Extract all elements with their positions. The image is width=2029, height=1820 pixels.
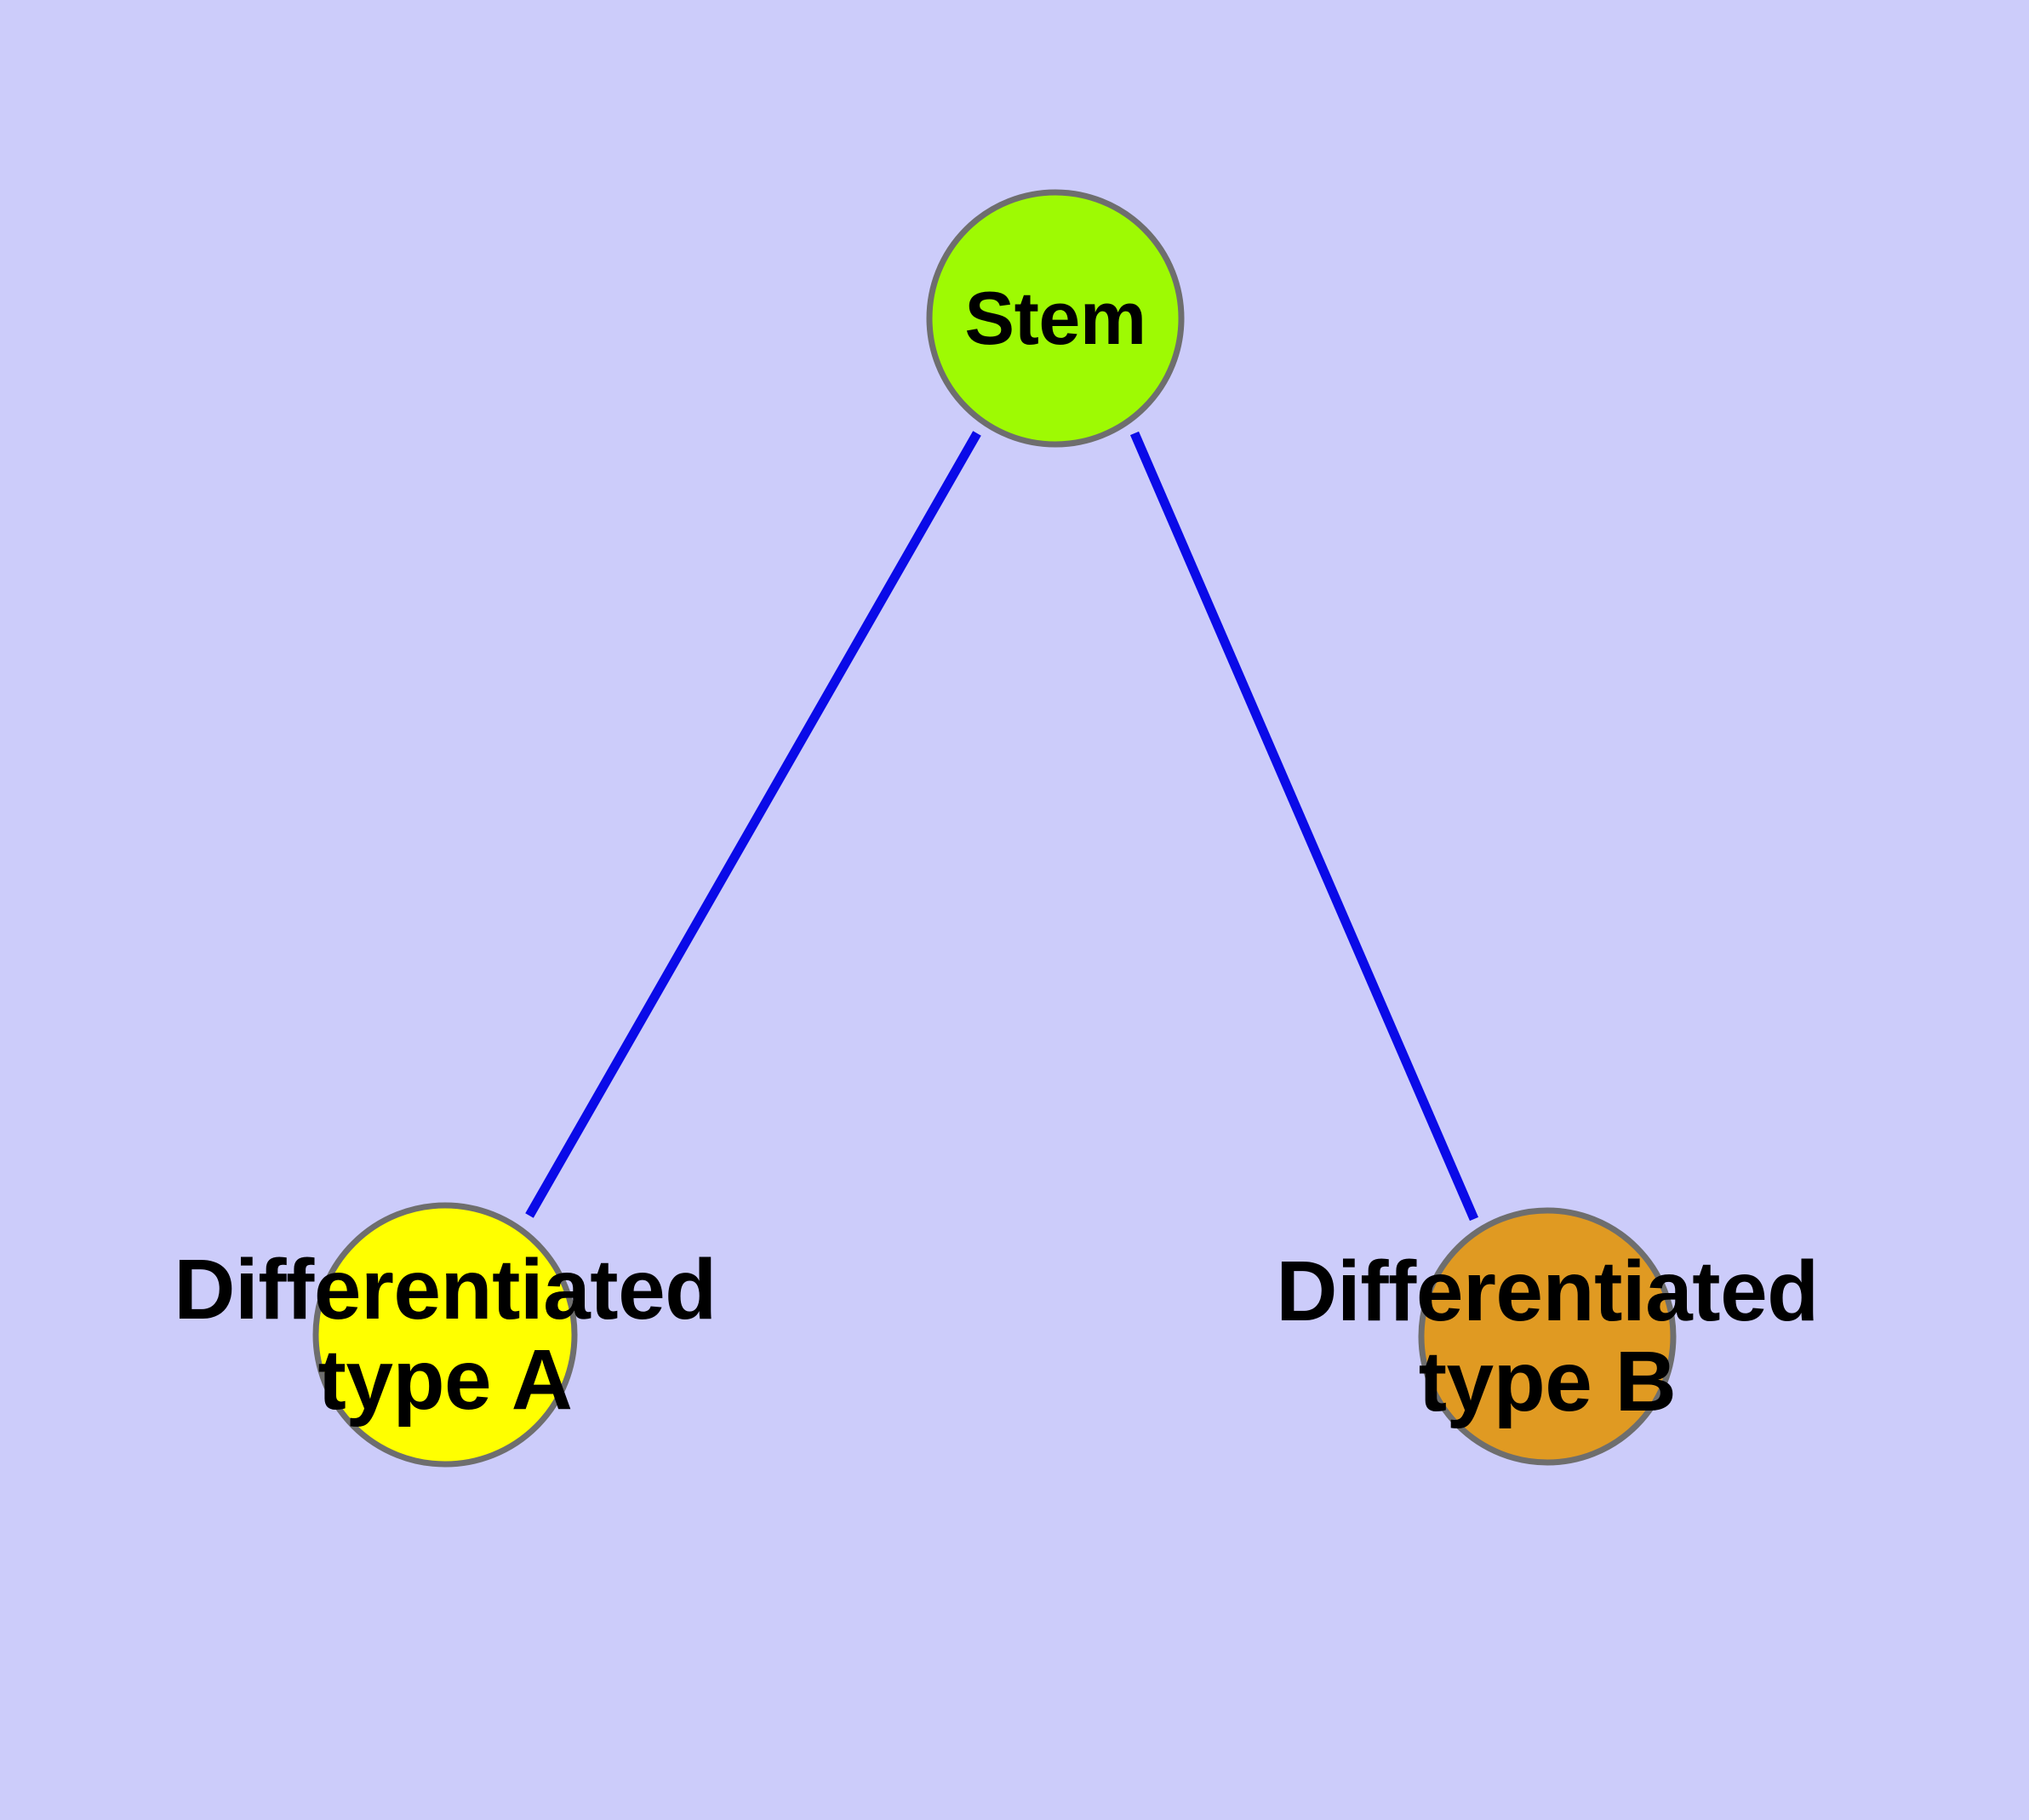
nodes-layer (312, 189, 1677, 1468)
edge-stem-to-a (525, 431, 981, 1218)
node-stem[interactable] (926, 189, 1185, 448)
edges-layer (525, 431, 1479, 1222)
edge-stem-to-b (1129, 431, 1479, 1222)
node-diff_a[interactable] (312, 1202, 578, 1468)
node-diff_b[interactable] (1418, 1207, 1677, 1466)
